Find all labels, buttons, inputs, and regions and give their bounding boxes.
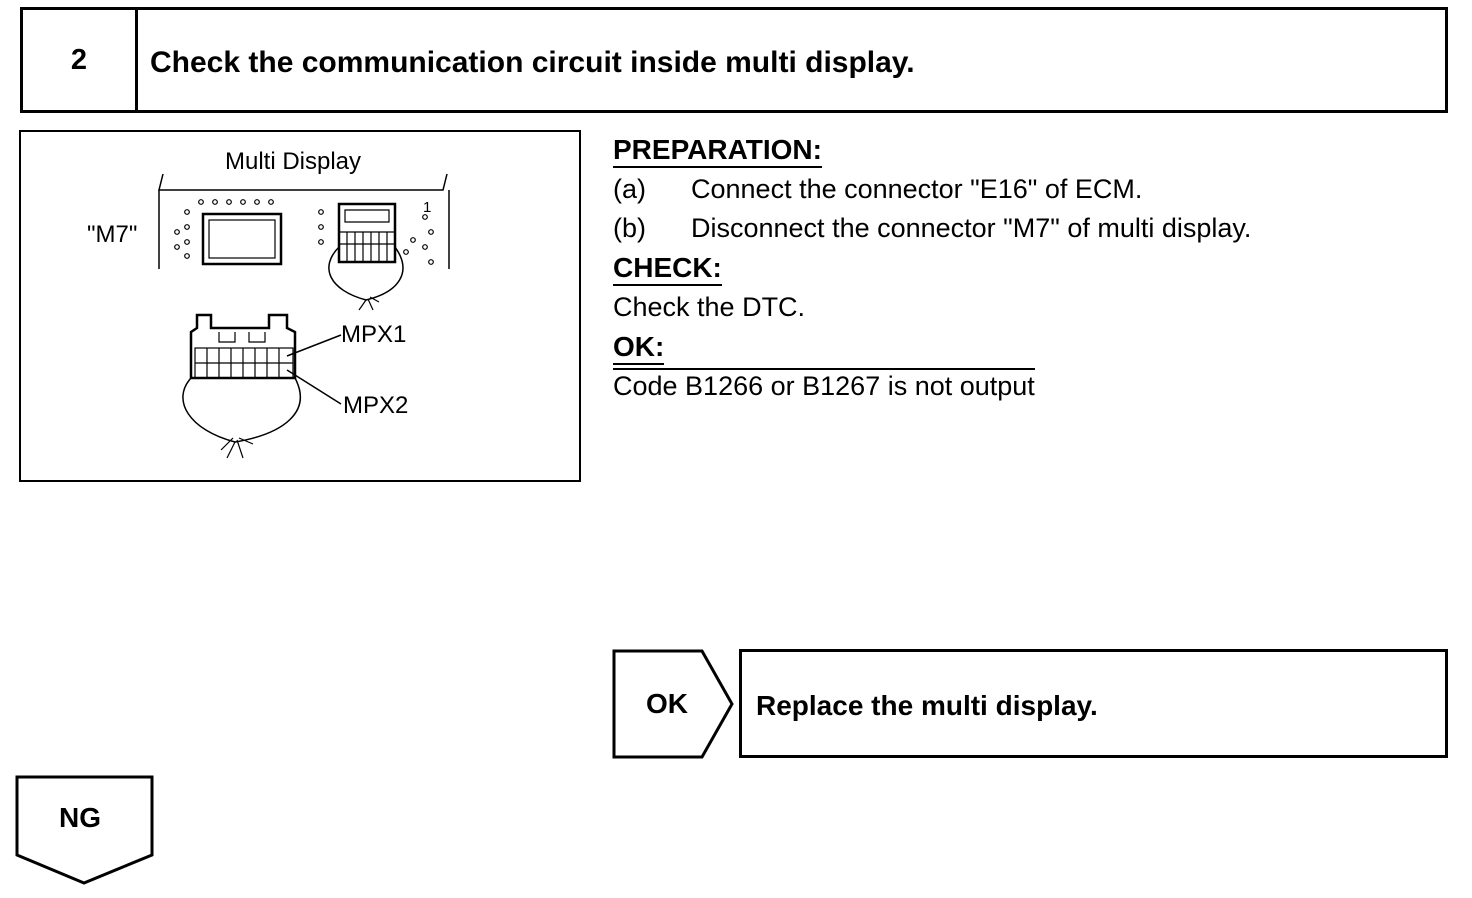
callout-mpx1: MPX1 xyxy=(341,321,406,348)
figure-title: Multi Display xyxy=(225,148,361,175)
connector-illustration: Multi Display "M7" 1 xyxy=(19,130,581,482)
step-a-key: (a) xyxy=(613,174,646,204)
callout-mpx2: MPX2 xyxy=(343,392,408,419)
mounting-holes xyxy=(174,199,434,265)
ng-arrow-shape xyxy=(15,775,154,885)
step-a: (a) Connect the connector "E16" of ECM. xyxy=(613,170,1443,209)
preparation-heading: PREPARATION: xyxy=(613,134,822,168)
ok-result-box: Replace the multi display. xyxy=(739,649,1448,758)
ng-branch-label: NG xyxy=(59,802,101,833)
step-b: (b) Disconnect the connector "M7" of mult… xyxy=(613,209,1443,248)
ok-criteria: Code B1266 or B1267 is not output xyxy=(613,368,1035,402)
step-number: 2 xyxy=(23,10,138,110)
ok-arrow-shape xyxy=(612,649,734,759)
ok-branch-label: OK xyxy=(646,688,688,719)
step-title: Check the communication circuit inside m… xyxy=(150,46,915,79)
check-heading: CHECK: xyxy=(613,252,722,286)
enlarged-connector xyxy=(189,313,297,380)
ok-heading: OK: xyxy=(613,331,665,365)
multi-display-diagram: Multi Display "M7" 1 xyxy=(87,148,450,459)
check-text: Check the DTC. xyxy=(613,292,806,322)
step-b-key: (b) xyxy=(613,213,646,243)
ok-result-action: Replace the multi display. xyxy=(756,690,1098,721)
pin-1-label: 1 xyxy=(423,199,431,216)
step-a-text: Connect the connector "E16" of ECM. xyxy=(691,174,1143,204)
connector-m7-label: "M7" xyxy=(87,221,137,248)
procedure-text: PREPARATION: (a) Connect the connector "E… xyxy=(613,130,1443,406)
step-b-text: Disconnect the connector "M7" of multi d… xyxy=(691,213,1252,243)
step-header: 2 Check the communication circuit inside… xyxy=(20,7,1448,113)
